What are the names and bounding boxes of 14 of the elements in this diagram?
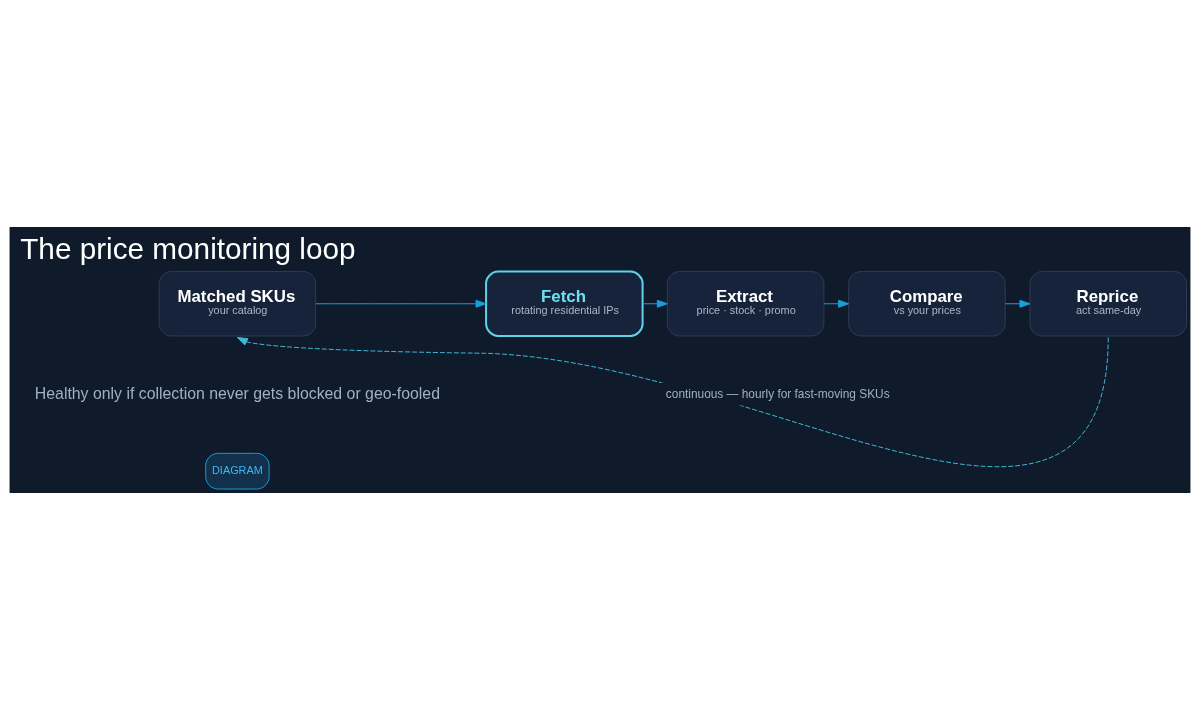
node-box: Matched SKUs your catalog <box>158 271 317 337</box>
arrow <box>823 299 850 308</box>
arrow <box>236 336 1109 467</box>
edge-label: continuous — hourly for fast-moving SKUs <box>665 386 890 401</box>
arrow <box>642 299 668 308</box>
node-box: Extract price · stock · promo <box>666 271 825 337</box>
node-box: Fetch rotating residential IPs <box>485 270 644 337</box>
diagram-title: The price monitoring loop <box>20 231 356 265</box>
label: DIAGRAM <box>212 463 263 476</box>
node-box: Compare vs your prices <box>848 271 1006 337</box>
arrow <box>1004 299 1031 308</box>
node-box: Reprice act same-day <box>1029 271 1187 337</box>
label: Healthy only if collection never gets blocked or geo-fooled <box>34 384 440 402</box>
arrow <box>315 299 487 308</box>
